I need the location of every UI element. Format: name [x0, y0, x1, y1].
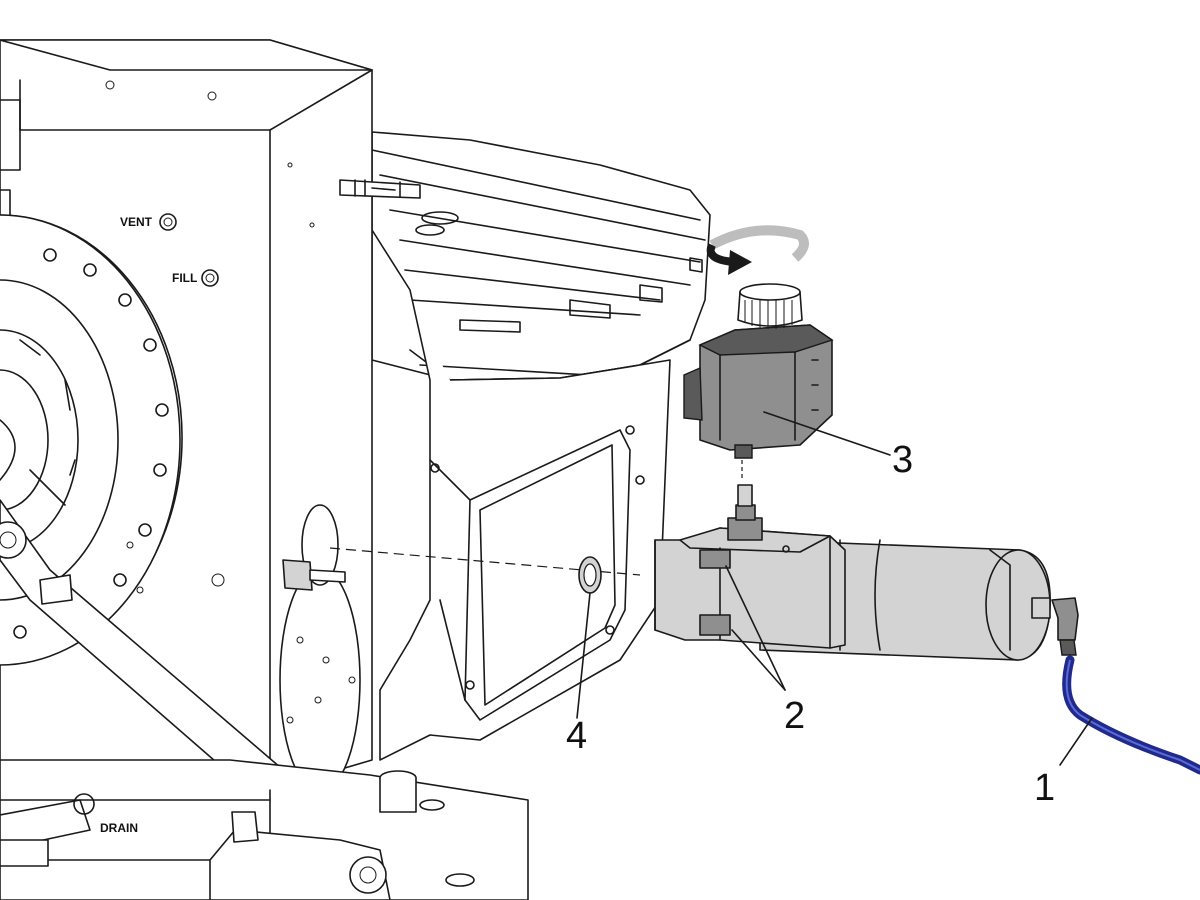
leader-line-2a [725, 565, 786, 691]
leader-line-4 [576, 592, 591, 719]
base-plate [0, 759, 529, 900]
brake-valve-assembly [654, 484, 1079, 661]
o-ring [578, 556, 602, 594]
callout-1: 1 [1034, 767, 1055, 809]
callout-2: 2 [784, 695, 805, 737]
vent-label: VENT [120, 215, 153, 229]
oil-reservoir [683, 283, 834, 459]
hydraulic-hose [1062, 655, 1200, 775]
rotary-platter [371, 131, 711, 381]
drain-label: DRAIN [100, 821, 138, 835]
hydraulic-hose-highlight [1065, 659, 1200, 771]
top-fitting [339, 179, 421, 199]
leader-line-2b [731, 629, 786, 691]
leader-line-3 [763, 411, 891, 456]
rotate-clockwise-arrow-icon [706, 225, 809, 275]
callout-3: 3 [892, 439, 913, 481]
leader-line-1 [1059, 717, 1093, 766]
fill-label: FILL [172, 271, 197, 285]
encoder-disk [279, 504, 361, 793]
face-plate [0, 214, 225, 666]
support-casting [371, 229, 671, 761]
callout-4: 4 [566, 715, 587, 757]
